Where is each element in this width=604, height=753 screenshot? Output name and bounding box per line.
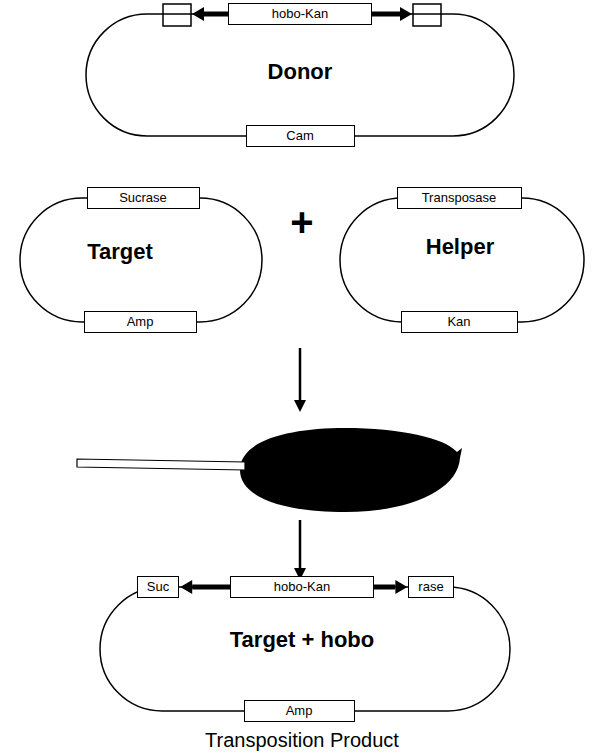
embryo <box>240 428 462 512</box>
gene-label: Kan <box>447 314 470 329</box>
gene-label: Sucrase <box>119 190 167 205</box>
end-box <box>163 4 191 26</box>
end-box <box>413 4 441 26</box>
plasmid-loop: Target + hoboSuchobo-KanraseAmp <box>100 587 510 711</box>
gene-label: Suc <box>147 579 169 594</box>
gene-box: Amp <box>244 700 355 722</box>
gene-label: Cam <box>286 128 313 143</box>
plasmid-name: Target + hobo <box>230 627 374 653</box>
gene-label: rase <box>418 579 443 594</box>
plasmid-loop: Donorhobo-KanCam <box>86 14 514 136</box>
gene-label: Amp <box>127 314 154 329</box>
plasmid-name: Target <box>87 239 153 265</box>
gene-box: hobo-Kan <box>230 576 374 598</box>
flow-arrow <box>299 348 302 402</box>
gene-label: Transposase <box>422 190 497 205</box>
gene-box: hobo-Kan <box>228 3 372 25</box>
gene-box: Cam <box>246 125 355 147</box>
plasmid-loop: TargetSucraseAmp <box>20 198 262 322</box>
plasmid-name: Helper <box>426 234 494 260</box>
gene-label: hobo-Kan <box>274 579 330 594</box>
gene-label: hobo-Kan <box>272 6 328 21</box>
gene-box: Sucrase <box>87 187 200 209</box>
gene-box: rase <box>408 576 453 598</box>
plasmid-outline <box>340 198 584 322</box>
gene-box: Transposase <box>397 187 522 209</box>
flow-arrowhead <box>294 400 306 412</box>
flow-arrow <box>299 520 302 570</box>
gene-box: Suc <box>137 576 179 598</box>
gene-box: Kan <box>401 311 518 333</box>
plasmid-name: Donor <box>268 59 333 85</box>
caption: Transposition Product <box>205 729 399 752</box>
injection-needle <box>77 459 245 470</box>
plus-sign: + <box>290 200 313 245</box>
gene-box: Amp <box>84 311 197 333</box>
plasmid-loop: HelperTransposaseKan <box>340 198 584 322</box>
gene-label: Amp <box>286 703 313 718</box>
